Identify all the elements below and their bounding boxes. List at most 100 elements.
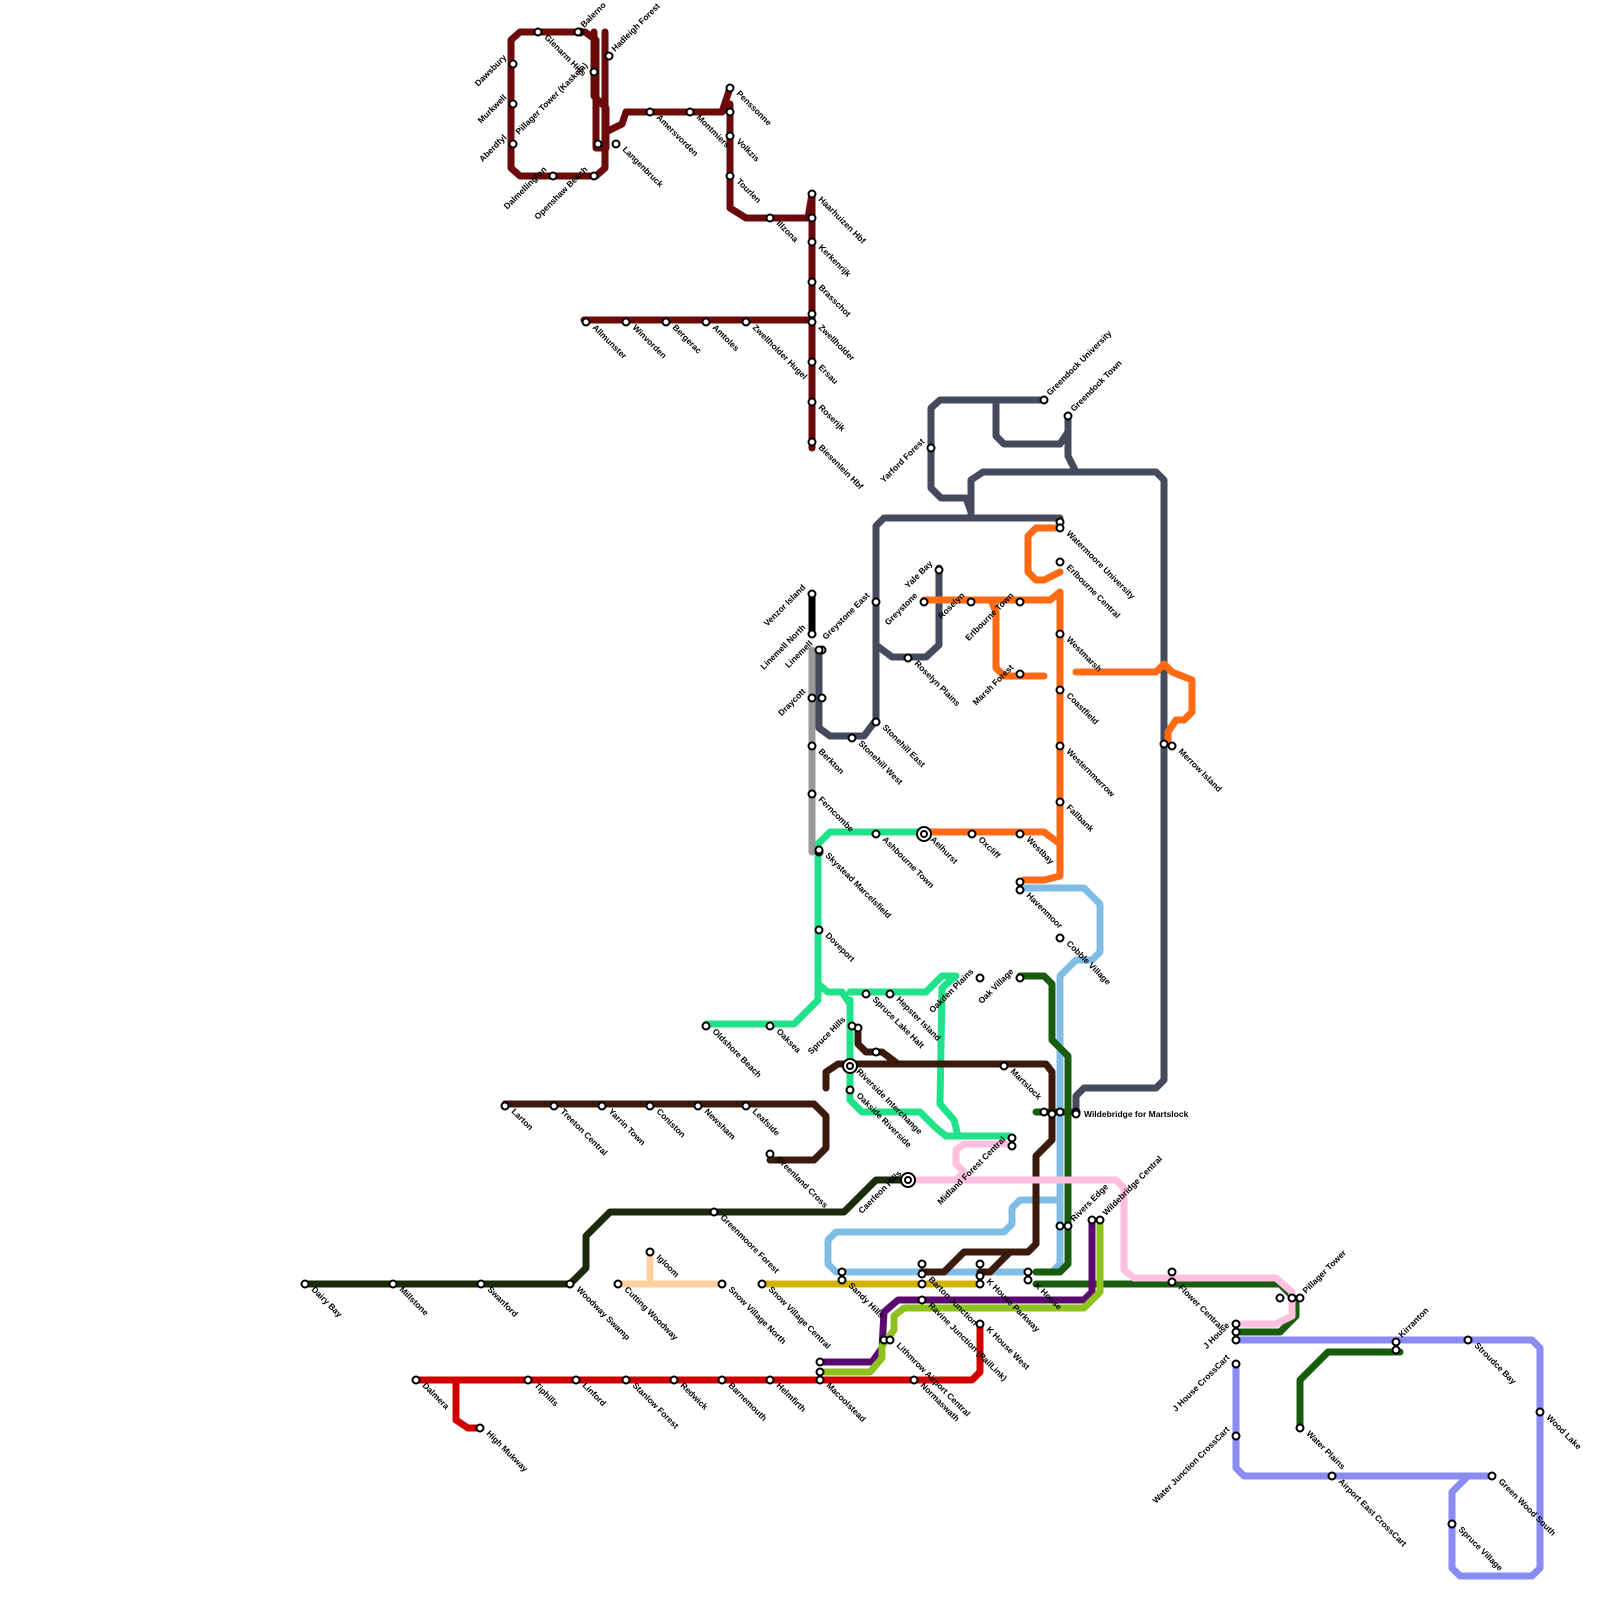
station-marker[interactable] xyxy=(815,1357,825,1367)
station-tourlen-marker[interactable] xyxy=(725,171,735,181)
station-glenarm-hills-marker[interactable] xyxy=(533,27,543,37)
station-penssonne-marker[interactable] xyxy=(725,83,735,93)
station-marker[interactable] xyxy=(975,1279,985,1289)
station-flower-central-marker[interactable] xyxy=(1167,1277,1177,1287)
station-marker[interactable] xyxy=(1275,1293,1285,1303)
station-kirranton-marker[interactable] xyxy=(1391,1337,1401,1347)
station-marker[interactable] xyxy=(1087,1215,1097,1225)
station-millstone-marker[interactable] xyxy=(388,1279,398,1289)
station-leafside-marker[interactable] xyxy=(741,1101,751,1111)
station-roselyn-marker[interactable] xyxy=(966,597,976,607)
station-marker[interactable] xyxy=(807,309,817,319)
station-oak-village-marker[interactable] xyxy=(1015,973,1025,983)
station-marker[interactable] xyxy=(807,213,817,223)
station-sandy-hills-marker[interactable] xyxy=(837,1275,847,1285)
station-erlbourne-central-marker[interactable] xyxy=(1055,557,1065,567)
station-newsham-marker[interactable] xyxy=(693,1101,703,1111)
station-marker[interactable] xyxy=(815,1367,825,1377)
station-greystone-marker[interactable] xyxy=(919,597,929,607)
station-k-house-parkway-marker[interactable] xyxy=(975,1271,985,1281)
station-igloom-marker[interactable] xyxy=(645,1247,655,1257)
station-marker[interactable] xyxy=(593,139,603,149)
station-havenmoor-marker[interactable] xyxy=(1015,885,1025,895)
station-wildebridge-for-martslock-marker[interactable] xyxy=(1071,1109,1081,1119)
station-yarford-forest-marker[interactable] xyxy=(926,443,936,453)
station-snow-village-central-marker[interactable] xyxy=(757,1279,767,1289)
station-treeton-central-marker[interactable] xyxy=(549,1101,559,1111)
station-rivers-edge-marker[interactable] xyxy=(1063,1221,1073,1231)
station-doveport-marker[interactable] xyxy=(814,925,824,935)
station-balerno-marker[interactable] xyxy=(573,27,583,37)
station-venzor-island-marker[interactable] xyxy=(807,589,817,599)
station-erlbourne-town-marker[interactable] xyxy=(1015,597,1025,607)
station-marker[interactable] xyxy=(1287,1293,1297,1303)
station-snow-village-north-marker[interactable] xyxy=(717,1279,727,1289)
station-langenbruck-marker[interactable] xyxy=(611,139,621,149)
station-stonehill-west-marker[interactable] xyxy=(847,733,857,743)
station-amersvorden-marker[interactable] xyxy=(645,107,655,117)
station-marker[interactable] xyxy=(871,1047,881,1057)
station-j-house-marker[interactable] xyxy=(1231,1327,1241,1337)
station-dalmera-marker[interactable] xyxy=(411,1375,421,1385)
station-fallbank-marker[interactable] xyxy=(1055,797,1065,807)
station-zwellholder-marker[interactable] xyxy=(807,317,817,327)
station-ferncombe-marker[interactable] xyxy=(807,789,817,799)
station-greystone-east-marker[interactable] xyxy=(871,597,881,607)
station-normaswath-marker[interactable] xyxy=(909,1375,919,1385)
station-ravine-junction-raillink-marker[interactable] xyxy=(917,1295,927,1305)
station-westbay-marker[interactable] xyxy=(1015,829,1025,839)
station-brasschot-marker[interactable] xyxy=(807,277,817,287)
station-dairy-bay-marker[interactable] xyxy=(300,1279,310,1289)
station-coniston-marker[interactable] xyxy=(645,1101,655,1111)
station-marker[interactable] xyxy=(1055,1221,1065,1231)
station-marker[interactable] xyxy=(817,693,827,703)
station-greendock-university-marker[interactable] xyxy=(1039,395,1049,405)
station-hadleigh-forest-marker[interactable] xyxy=(604,51,614,61)
station-swanford-marker[interactable] xyxy=(476,1279,486,1289)
station-hepster-island-marker[interactable] xyxy=(885,989,895,999)
station-oldshore-beach-marker[interactable] xyxy=(701,1021,711,1031)
station-water-plains-marker[interactable] xyxy=(1295,1423,1305,1433)
station-helmfirth-marker[interactable] xyxy=(765,1375,775,1385)
station-amtoles-marker[interactable] xyxy=(701,317,711,327)
station-oxcliff-marker[interactable] xyxy=(967,829,977,839)
station-k-house-west-marker[interactable] xyxy=(975,1319,985,1329)
station-watermoore-university-marker[interactable] xyxy=(1055,523,1065,533)
station-linemell-north-marker[interactable] xyxy=(807,629,817,639)
station-barton-junction-marker[interactable] xyxy=(917,1269,927,1279)
station-marker[interactable] xyxy=(1007,1133,1017,1143)
station-openshaw-beach-marker[interactable] xyxy=(589,171,599,181)
station-marsh-forest-marker[interactable] xyxy=(1015,669,1025,679)
station-linemell-marker[interactable] xyxy=(814,645,824,655)
station-stroudce-bay-marker[interactable] xyxy=(1463,1335,1473,1345)
station-marker[interactable] xyxy=(975,1259,985,1269)
station-high-mukway-marker[interactable] xyxy=(475,1423,485,1433)
station-marker[interactable] xyxy=(1015,877,1025,887)
station-ersau-marker[interactable] xyxy=(807,357,817,367)
station-macoolstead-marker[interactable] xyxy=(815,1375,825,1385)
station-marker[interactable] xyxy=(837,1267,847,1277)
station-wildebridge-central-marker[interactable] xyxy=(1095,1215,1105,1225)
station-bergerac-marker[interactable] xyxy=(661,317,671,327)
station-j-house-crosscart-marker[interactable] xyxy=(1231,1359,1241,1369)
station-biesenlein-hbf-marker[interactable] xyxy=(807,437,817,447)
station-westmarsh-marker[interactable] xyxy=(1055,629,1065,639)
station-lithmrow-airport-central-marker[interactable] xyxy=(885,1335,895,1345)
station-greenland-cross-marker[interactable] xyxy=(765,1149,775,1159)
station-coastfield-marker[interactable] xyxy=(1055,685,1065,695)
station-marker[interactable] xyxy=(917,1259,927,1269)
station-spruce-hills-marker[interactable] xyxy=(847,1021,857,1031)
station-stanlow-forest-marker[interactable] xyxy=(621,1375,631,1385)
station-draycott-marker[interactable] xyxy=(807,693,817,703)
station-illzona-marker[interactable] xyxy=(765,213,775,223)
station-yale-bay-marker[interactable] xyxy=(934,565,944,575)
station-wood-lake-marker[interactable] xyxy=(1535,1407,1545,1417)
station-greenmoore-forest-marker[interactable] xyxy=(709,1207,719,1217)
station-spruce-village-marker[interactable] xyxy=(1447,1519,1457,1529)
station-allmunster-marker[interactable] xyxy=(581,317,591,327)
station-marker[interactable] xyxy=(725,107,735,117)
station-marker[interactable] xyxy=(1167,1267,1177,1277)
station-cutting-woodway-marker[interactable] xyxy=(613,1279,623,1289)
station-roselyn-plains-marker[interactable] xyxy=(903,653,913,663)
station-marker[interactable] xyxy=(1047,1109,1057,1119)
